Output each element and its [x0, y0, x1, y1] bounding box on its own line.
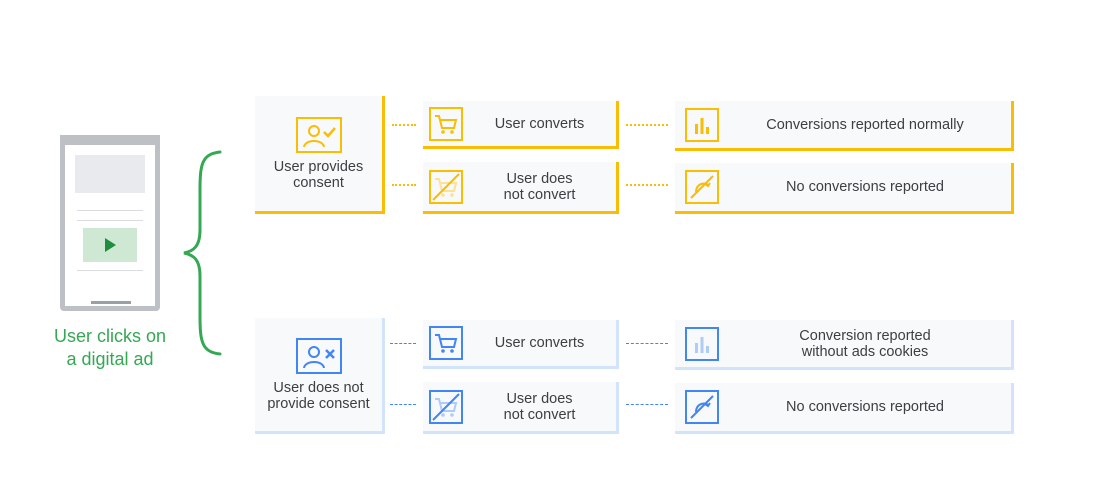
no-consent-result-2-line1: No conversions reported	[786, 399, 944, 415]
no-consent-result-1-label: Conversion reported without ads cookies	[719, 328, 1011, 360]
no-consent-result-1-card: Conversion reported without ads cookies	[675, 320, 1014, 370]
connector	[626, 124, 668, 126]
consent-user-converts-card: User converts	[423, 101, 619, 149]
consent-user-not-convert-card: User does not convert	[423, 162, 619, 214]
connector	[392, 184, 416, 186]
no-consent-user-not-convert-card: User does not convert	[423, 382, 619, 434]
no-consent-action-1-label: User converts	[463, 335, 616, 351]
user-check-icon	[295, 116, 342, 153]
connector	[626, 184, 668, 186]
curly-brace	[183, 150, 222, 356]
consent-label-line2: consent	[293, 174, 344, 191]
consent-action-2-line1: User does	[506, 170, 573, 187]
connector	[392, 124, 416, 126]
consent-action-2-line2: not convert	[503, 186, 576, 203]
chart-crossed-icon	[685, 390, 719, 424]
no-consent-result-2-card: No conversions reported	[675, 383, 1014, 434]
no-consent-label: User does not provide consent	[267, 380, 369, 412]
play-icon	[105, 238, 116, 252]
no-consent-result-2-label: No conversions reported	[719, 399, 1011, 415]
user-provides-consent-card: User provides consent	[255, 96, 385, 214]
connector	[626, 343, 668, 344]
consent-action-1-line1: User converts	[494, 115, 585, 132]
consent-result-2-line1: No conversions reported	[786, 179, 944, 195]
no-consent-action-2-label: User does not convert	[463, 391, 616, 423]
phone-illustration	[60, 135, 160, 311]
phone-label-line1: User clicks on	[53, 326, 167, 346]
phone-label: User clicks on a digital ad	[30, 325, 190, 371]
chart-crossed-icon	[685, 170, 719, 204]
phone-text-line	[77, 270, 143, 271]
consent-result-2-label: No conversions reported	[719, 179, 1011, 195]
connector	[626, 404, 668, 405]
connector	[390, 404, 416, 405]
phone-home-bar	[91, 301, 131, 304]
consent-label-line1: User provides	[273, 158, 364, 175]
user-no-consent-card: User does not provide consent	[255, 318, 385, 434]
phone-image-placeholder	[75, 155, 145, 193]
shopping-cart-icon	[429, 106, 463, 141]
consent-result-1-label: Conversions reported normally	[719, 117, 1011, 133]
consent-action-1-label: User converts	[463, 116, 616, 132]
no-consent-result-1-line1: Conversion reported	[799, 327, 931, 344]
no-consent-label-line1: User does not	[273, 379, 364, 396]
no-consent-result-1-line2: without ads cookies	[801, 343, 929, 360]
bar-chart-icon	[685, 326, 719, 361]
phone-text-line	[77, 220, 143, 221]
consent-result-2-card: No conversions reported	[675, 163, 1014, 214]
consent-label: User provides consent	[274, 159, 363, 191]
no-consent-label-line2: provide consent	[267, 395, 370, 412]
phone-label-line2: a digital ad	[66, 349, 154, 369]
consent-result-1-line1: Conversions reported normally	[766, 116, 964, 133]
no-consent-action-2-line2: not convert	[503, 406, 576, 423]
shopping-cart-icon	[429, 326, 463, 360]
connector	[390, 343, 416, 344]
no-consent-action-2-line1: User does	[506, 390, 573, 407]
no-consent-user-converts-card: User converts	[423, 320, 619, 369]
bar-chart-icon	[685, 107, 719, 142]
phone-text-line	[77, 210, 143, 211]
user-x-icon	[295, 337, 342, 374]
consent-action-2-label: User does not convert	[463, 171, 616, 203]
shopping-cart-crossed-icon	[429, 169, 463, 204]
phone-video-ad	[83, 228, 137, 262]
shopping-cart-crossed-icon	[429, 389, 463, 424]
no-consent-action-1-line1: User converts	[494, 335, 585, 351]
consent-result-1-card: Conversions reported normally	[675, 101, 1014, 151]
phone-top-bar	[60, 135, 160, 145]
